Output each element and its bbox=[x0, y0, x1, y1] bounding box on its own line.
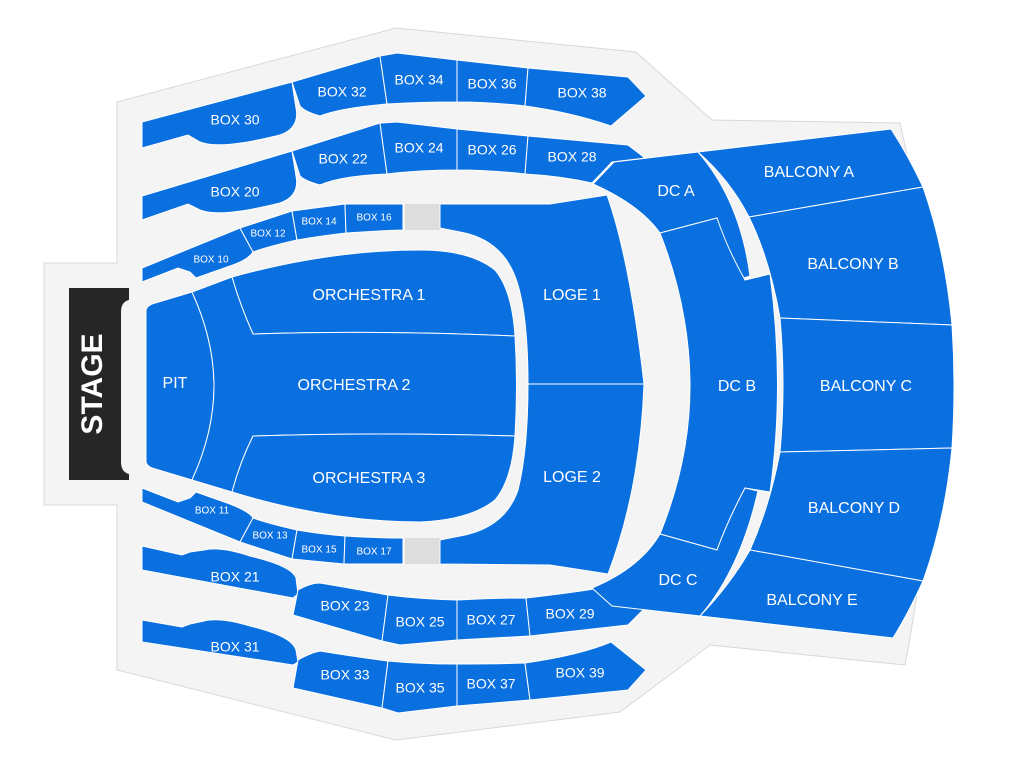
aisle-top bbox=[405, 204, 440, 230]
section-box-26[interactable]: BOX 26 bbox=[456, 128, 529, 175]
aisle-bottom bbox=[405, 538, 440, 564]
stage-label: STAGE bbox=[76, 333, 109, 434]
stage: STAGE bbox=[69, 288, 129, 480]
section-box-36[interactable]: BOX 36 bbox=[456, 59, 529, 107]
section-box-15[interactable]: BOX 15 bbox=[291, 529, 346, 565]
section-box-25[interactable]: BOX 25 bbox=[381, 594, 458, 646]
section-balcony-c[interactable]: BALCONY C bbox=[779, 317, 955, 453]
section-box-27[interactable]: BOX 27 bbox=[456, 597, 531, 641]
section-box-16[interactable]: BOX 16 bbox=[344, 203, 404, 234]
section-box-37[interactable]: BOX 37 bbox=[456, 662, 531, 707]
section-box-17[interactable]: BOX 17 bbox=[343, 535, 404, 565]
section-box-34[interactable]: BOX 34 bbox=[379, 52, 458, 105]
section-box-35[interactable]: BOX 35 bbox=[381, 660, 458, 714]
section-box-24[interactable]: BOX 24 bbox=[379, 121, 458, 175]
